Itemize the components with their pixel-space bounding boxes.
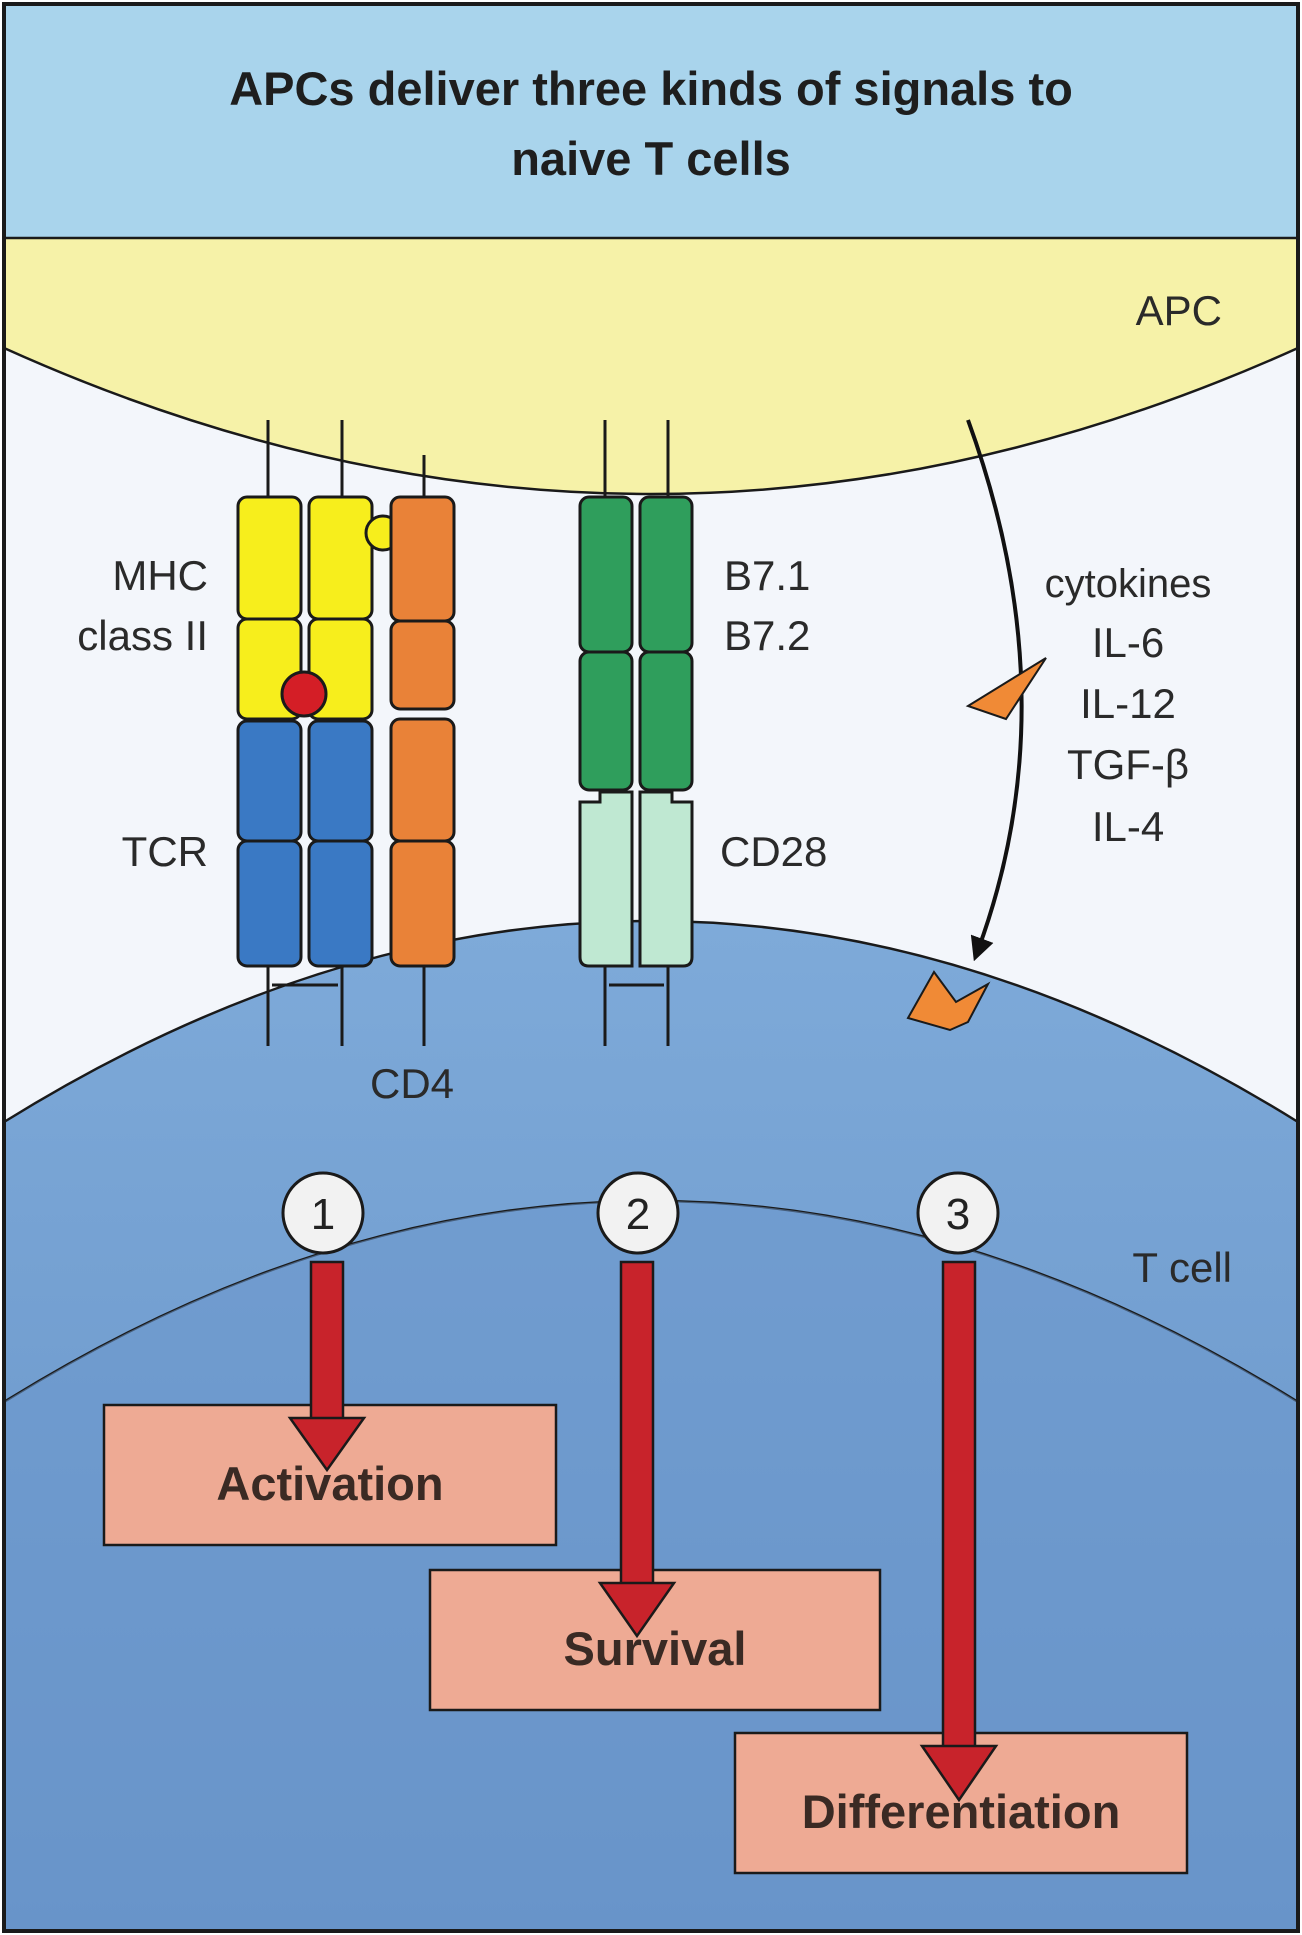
signal-number-1: 1 <box>311 1190 335 1239</box>
signal-arrow-2 <box>597 1581 677 1639</box>
signal-arrow-1 <box>287 1416 367 1473</box>
cytokine-il6: IL-6 <box>1092 619 1164 666</box>
b71-label: B7.1 <box>724 552 810 599</box>
mhc-tcr-cd4-complex <box>236 420 456 1046</box>
mhc-label-line-1: MHC <box>112 552 208 599</box>
title-line-2: naive T cells <box>511 132 791 185</box>
title-band <box>4 4 1298 238</box>
cytokines-heading: cytokines <box>1045 562 1212 606</box>
t-cell-label: T cell <box>1132 1244 1232 1291</box>
signal-3: 3 Differentiation <box>733 1171 1189 1875</box>
apc-membrane <box>3 346 1299 496</box>
cytokine-tgfb: TGF-β <box>1067 741 1189 788</box>
b72-label: B7.2 <box>724 612 810 659</box>
cd28-label: CD28 <box>720 828 827 875</box>
signal-number-3-circle <box>916 1171 1000 1255</box>
tcr <box>236 719 374 968</box>
peptide-antigen <box>280 670 328 718</box>
signal-number-1-circle <box>281 1171 365 1255</box>
signal-number-2-circle <box>596 1171 680 1255</box>
signal-2: 2 Survival <box>428 1171 882 1712</box>
cd28 <box>578 790 694 968</box>
signal-number-2: 2 <box>626 1190 650 1239</box>
outcome-survival: Survival <box>564 1622 747 1675</box>
signal-arrow-3 <box>919 1744 999 1803</box>
outcome-differentiation: Differentiation <box>802 1785 1121 1838</box>
apc-label: APC <box>1136 287 1222 334</box>
title-line-1: APCs deliver three kinds of signals to <box>229 62 1073 115</box>
cytokine-il12: IL-12 <box>1080 680 1176 727</box>
tcr-label: TCR <box>122 828 208 875</box>
outcome-activation: Activation <box>216 1457 443 1510</box>
b7 <box>578 495 694 792</box>
b7-cd28-complex <box>578 420 694 1046</box>
cytokine-receptor <box>906 970 991 1032</box>
cd4-label: CD4 <box>370 1060 454 1107</box>
mhc-label-line-2: class II <box>77 612 208 659</box>
cytokine-il4: IL-4 <box>1092 803 1164 850</box>
cytokine-molecule <box>965 657 1047 721</box>
mhc-class-ii <box>236 495 402 721</box>
cd4 <box>389 495 456 968</box>
signal-1: 1 Activation <box>102 1171 558 1547</box>
apc-cell <box>4 238 1298 494</box>
signal-number-3: 3 <box>946 1190 970 1239</box>
